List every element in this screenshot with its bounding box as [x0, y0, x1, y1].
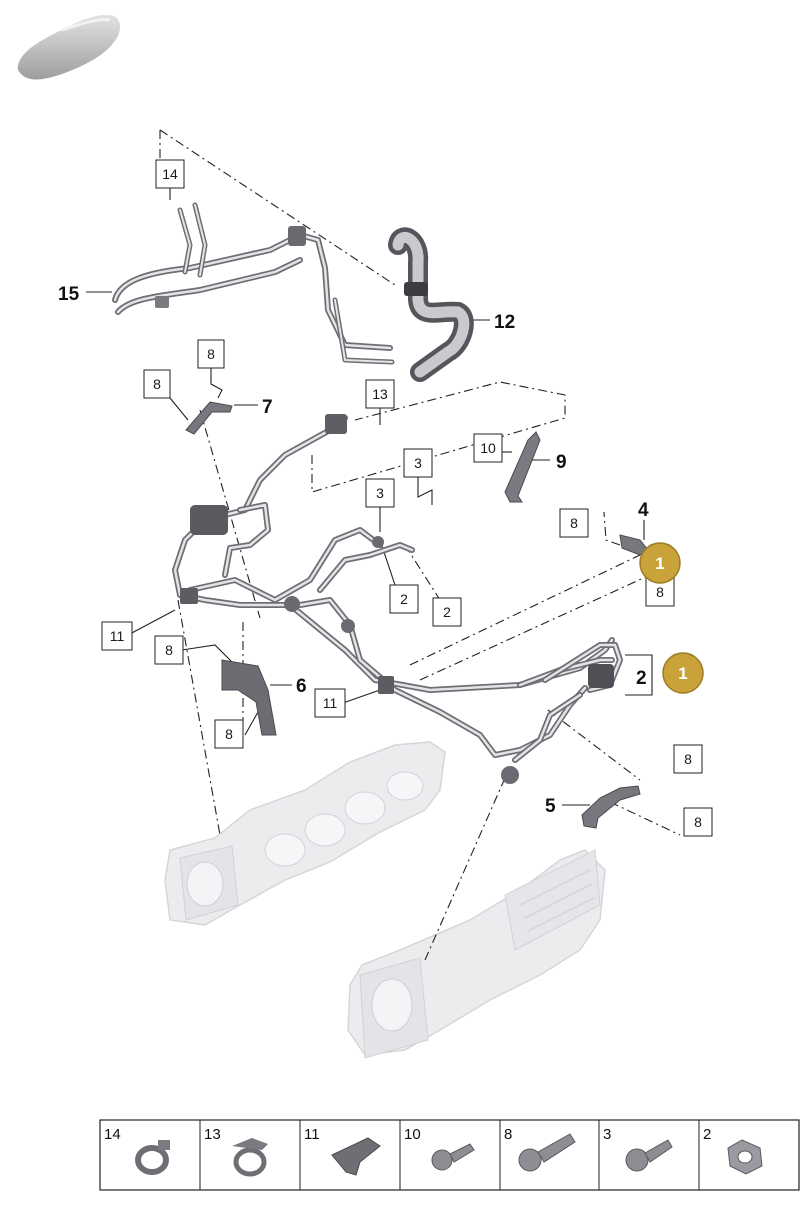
svg-text:8: 8	[656, 584, 664, 600]
screw-icon	[518, 1133, 576, 1172]
callout-8-a: 8	[197, 339, 225, 369]
screw-icon	[625, 1139, 673, 1172]
coolant-hose-12	[388, 227, 474, 382]
svg-text:8: 8	[504, 1126, 512, 1143]
label-2: 2	[636, 668, 647, 689]
bracket-7	[185, 401, 233, 435]
label-12: 12	[494, 312, 515, 333]
callout-2-b: 2	[432, 597, 462, 627]
label-15: 15	[58, 284, 80, 305]
bracket-9	[504, 431, 541, 503]
callout-10: 10	[473, 433, 503, 463]
svg-text:3: 3	[376, 485, 384, 501]
svg-text:11: 11	[110, 628, 125, 644]
hose-clip-icon	[232, 1138, 268, 1177]
svg-text:8: 8	[225, 726, 233, 742]
svg-text:13: 13	[204, 1126, 221, 1143]
legend-cell-2[interactable]: 2	[703, 1126, 763, 1175]
coolant-line-assembly-15	[112, 202, 395, 365]
bracket-6	[221, 659, 277, 736]
legend-cell-14[interactable]: 14	[104, 1126, 170, 1175]
callout-8-f: 8	[214, 719, 244, 749]
svg-text:13: 13	[372, 386, 388, 402]
parts-legend-table: 14 13 11 10 8	[99, 1119, 800, 1191]
svg-text:8: 8	[165, 642, 173, 658]
callout-8-h: 8	[683, 807, 713, 837]
callout-3-b: 3	[365, 478, 395, 508]
svg-text:14: 14	[104, 1126, 121, 1143]
svg-text:14: 14	[162, 166, 178, 182]
callout-11-a: 11	[101, 621, 133, 651]
callout-14: 14	[155, 159, 185, 189]
callout-3-a: 3	[403, 448, 433, 478]
legend-cell-8[interactable]: 8	[504, 1126, 576, 1172]
svg-text:8: 8	[153, 376, 161, 392]
label-6: 6	[296, 676, 307, 697]
svg-text:1: 1	[655, 554, 664, 573]
bracket-5	[581, 785, 641, 829]
callout-8-b: 8	[143, 369, 171, 399]
callout-13: 13	[365, 379, 395, 409]
bracket-clip-icon	[331, 1137, 381, 1176]
badge-1-upper[interactable]: 1	[639, 542, 681, 584]
svg-text:8: 8	[570, 515, 578, 531]
svg-text:10: 10	[480, 440, 496, 456]
svg-text:2: 2	[703, 1126, 711, 1143]
callout-11-b: 11	[314, 688, 346, 718]
car-silhouette-icon	[17, 14, 120, 80]
label-9: 9	[556, 452, 567, 473]
legend-cell-13[interactable]: 13	[204, 1126, 268, 1177]
svg-text:2: 2	[400, 591, 408, 607]
label-4: 4	[638, 500, 649, 521]
svg-text:2: 2	[443, 604, 451, 620]
upper-intake-manifold-ghost	[164, 741, 446, 926]
lower-intake-manifold-ghost	[347, 849, 606, 1059]
svg-text:8: 8	[694, 814, 702, 830]
coolant-line-main	[172, 414, 623, 784]
callout-2-a: 2	[389, 584, 419, 614]
svg-text:8: 8	[684, 751, 692, 767]
label-7: 7	[262, 397, 273, 418]
callout-8-c: 8	[559, 508, 589, 538]
svg-text:10: 10	[404, 1126, 421, 1143]
legend-cell-3[interactable]: 3	[603, 1126, 673, 1172]
nut-icon	[727, 1139, 763, 1175]
callout-8-e: 8	[154, 635, 184, 665]
svg-text:8: 8	[207, 346, 215, 362]
label-5: 5	[545, 796, 556, 817]
callout-8-g: 8	[673, 744, 703, 774]
svg-text:11: 11	[323, 695, 338, 711]
svg-text:3: 3	[414, 455, 422, 471]
svg-text:1: 1	[678, 664, 687, 683]
badge-1-lower[interactable]: 1	[662, 652, 704, 694]
legend-cell-10[interactable]: 10	[404, 1126, 475, 1171]
svg-text:11: 11	[304, 1126, 320, 1143]
screw-icon	[431, 1143, 475, 1171]
legend-cell-11[interactable]: 11	[304, 1126, 381, 1176]
leader-lines	[86, 188, 653, 806]
svg-text:3: 3	[603, 1126, 611, 1143]
hose-clamp-icon	[135, 1140, 170, 1175]
